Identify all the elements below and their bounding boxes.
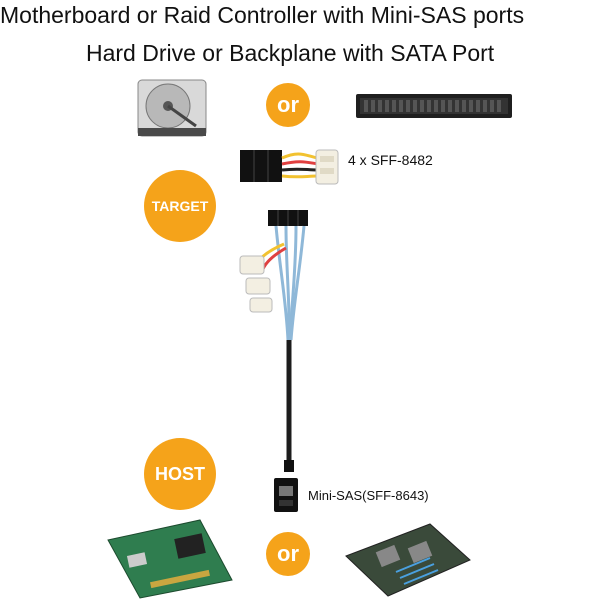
motherboard-image — [345, 523, 471, 597]
mini-sas-label: Mini-SAS(SFF-8643) — [308, 488, 429, 503]
sff-8482-connector-image — [240, 149, 339, 185]
host-badge: HOST — [144, 438, 216, 510]
breakout-cable-image — [239, 210, 308, 472]
title-line-1: Motherboard or Raid Controller with Mini… — [0, 2, 525, 28]
mini-sas-connector-image — [274, 478, 298, 512]
or-circle-top: or — [266, 83, 310, 127]
hard-drive-image — [137, 79, 207, 137]
backplane-server-image — [356, 94, 512, 118]
target-badge: TARGET — [144, 170, 216, 242]
title-line-2: Hard Drive or Backplane with SATA Port — [86, 40, 495, 66]
or-circle-bottom: or — [266, 532, 310, 576]
sff-8482-label: 4 x SFF-8482 — [348, 152, 433, 168]
raid-controller-image — [107, 519, 233, 599]
